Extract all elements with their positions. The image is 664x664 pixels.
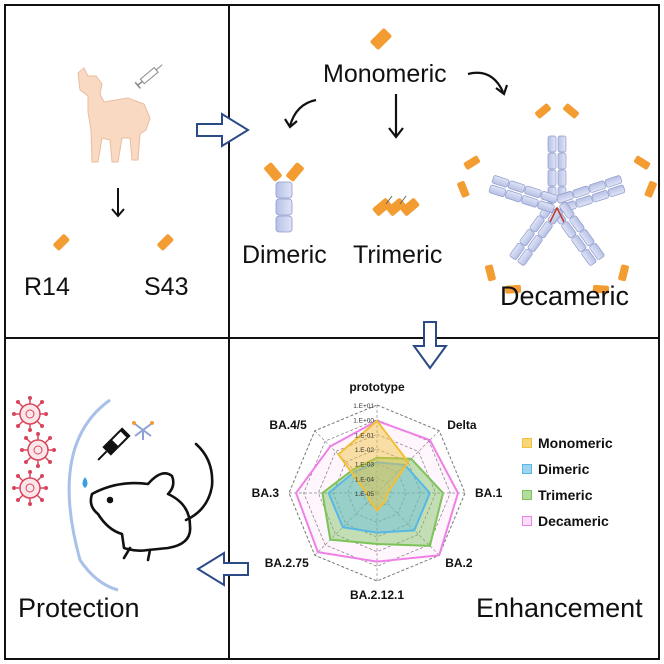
legend-item-monomeric: Monomeric — [522, 433, 613, 453]
decamer-arm — [535, 103, 579, 204]
legend-label: Dimeric — [538, 461, 590, 477]
legend-item-trimeric: Trimeric — [522, 485, 592, 505]
legend-label: Monomeric — [538, 435, 613, 451]
label-trimeric: Trimeric — [353, 241, 443, 269]
hollow-arrow-down — [412, 321, 448, 370]
legend-item-dimeric: Dimeric — [522, 459, 589, 479]
radar-axis-label: BA.2 — [445, 556, 473, 570]
radar-scale-label: 1.E-04 — [355, 476, 375, 483]
syringe-icon — [134, 64, 163, 89]
decamer-arm — [556, 155, 657, 213]
trimeric-icon — [372, 195, 420, 216]
nanobody-r14-icon — [53, 234, 70, 251]
legend-label: Trimeric — [538, 487, 593, 503]
dimeric-icon — [264, 162, 304, 233]
radar-series-dimeric — [327, 461, 431, 534]
decameric-icon — [457, 103, 657, 294]
nasal-dropper-icon — [97, 427, 131, 461]
decamer-arm — [457, 155, 558, 213]
radar-axis-label: BA.3 — [252, 486, 280, 500]
drop-icon — [82, 477, 88, 488]
radar-series-decameric — [295, 419, 459, 563]
radar-chart: 1.E+01 1.E+00 1.E-01 1.E-02 1.E-03 1.E-04 1.E-… — [252, 380, 503, 602]
label-protection: Protection — [18, 593, 140, 623]
small-antibody-icon — [132, 421, 154, 440]
radar-axis-label: prototype — [349, 380, 405, 394]
legend-label: Decameric — [538, 513, 609, 529]
radar-scale-label: 1.E-03 — [355, 462, 375, 469]
label-s43: S43 — [144, 273, 189, 301]
label-enhancement: Enhancement — [476, 593, 643, 623]
monomeric-icon — [370, 28, 392, 50]
arrows-from-monomeric — [284, 71, 509, 139]
hollow-arrow-left — [196, 551, 249, 587]
legend-swatch — [522, 464, 532, 474]
radar-axis-label: BA.2.75 — [265, 556, 309, 570]
radar-series-trimeric — [321, 456, 444, 547]
hollow-arrow-right — [196, 112, 250, 148]
nanobody-s43-icon — [157, 234, 174, 251]
llama-illustration — [77, 67, 151, 163]
radar-scale-label: 1.E-02 — [355, 447, 375, 454]
mouse-illustration — [89, 442, 214, 562]
protective-arc — [67, 398, 119, 592]
down-arrow-left — [111, 188, 125, 218]
radar-scale-label: 1.E+01 — [353, 403, 374, 410]
legend-swatch — [522, 438, 532, 448]
legend-swatch — [522, 516, 532, 526]
radar-series-monomeric — [337, 419, 410, 512]
radar-scale-label: 1.E-01 — [355, 432, 375, 439]
label-decameric: Decameric — [500, 281, 630, 311]
radar-scale-label: 1.E+00 — [353, 418, 374, 425]
radar-axis-label: Delta — [447, 418, 477, 432]
label-r14: R14 — [24, 273, 70, 301]
panel-borders — [4, 4, 660, 660]
radar-axis-label: BA.2.12.1 — [350, 588, 404, 602]
radar-scale-label: 1.E-05 — [355, 491, 375, 498]
legend-item-decameric: Decameric — [522, 511, 609, 531]
label-monomeric: Monomeric — [323, 60, 447, 88]
legend-swatch — [522, 490, 532, 500]
decamer-arm — [485, 201, 563, 294]
radar-axis-label: BA.1 — [475, 486, 503, 500]
virus-icons — [11, 395, 57, 507]
label-dimeric: Dimeric — [242, 241, 327, 269]
radar-axis-label: BA.4/5 — [269, 418, 307, 432]
